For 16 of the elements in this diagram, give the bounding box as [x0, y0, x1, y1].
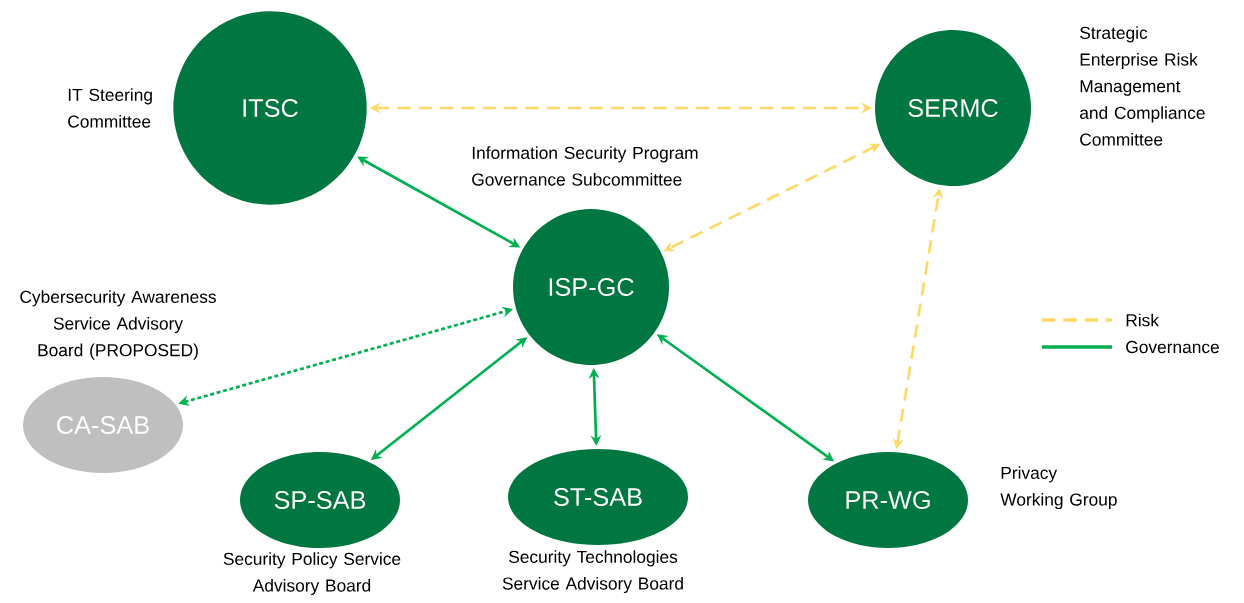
description-text: Strategic Enterprise Risk Management and Compliance Committee [1080, 26, 1205, 146]
ellipse-node: CA-SAB [23, 377, 183, 473]
ellipse-node: PR-WG [808, 452, 968, 548]
description-text: Information Security Program Governance Subcommittee [472, 146, 698, 186]
description-text: Privacy Working Group [1000, 466, 1117, 510]
circle-node: SERMC [875, 30, 1031, 186]
ellipse-node: ST-SAB [508, 449, 688, 545]
description-text: IT Steering Committee [68, 88, 152, 128]
ellipse-node: SP-SAB [240, 452, 400, 548]
description-text: Cybersecurity Awareness Service Advisory Board (PROPOSED) [20, 290, 216, 360]
circle-node: ITSC [173, 11, 367, 205]
legend-text: Risk [1126, 313, 1159, 327]
description-text: Security Technologies Service Advisory Board [502, 550, 683, 594]
legend-text: Governance [1126, 340, 1219, 354]
description-text: Security Policy Service Advisory Board [223, 552, 401, 596]
circle-node: ISP-GC [513, 209, 669, 365]
